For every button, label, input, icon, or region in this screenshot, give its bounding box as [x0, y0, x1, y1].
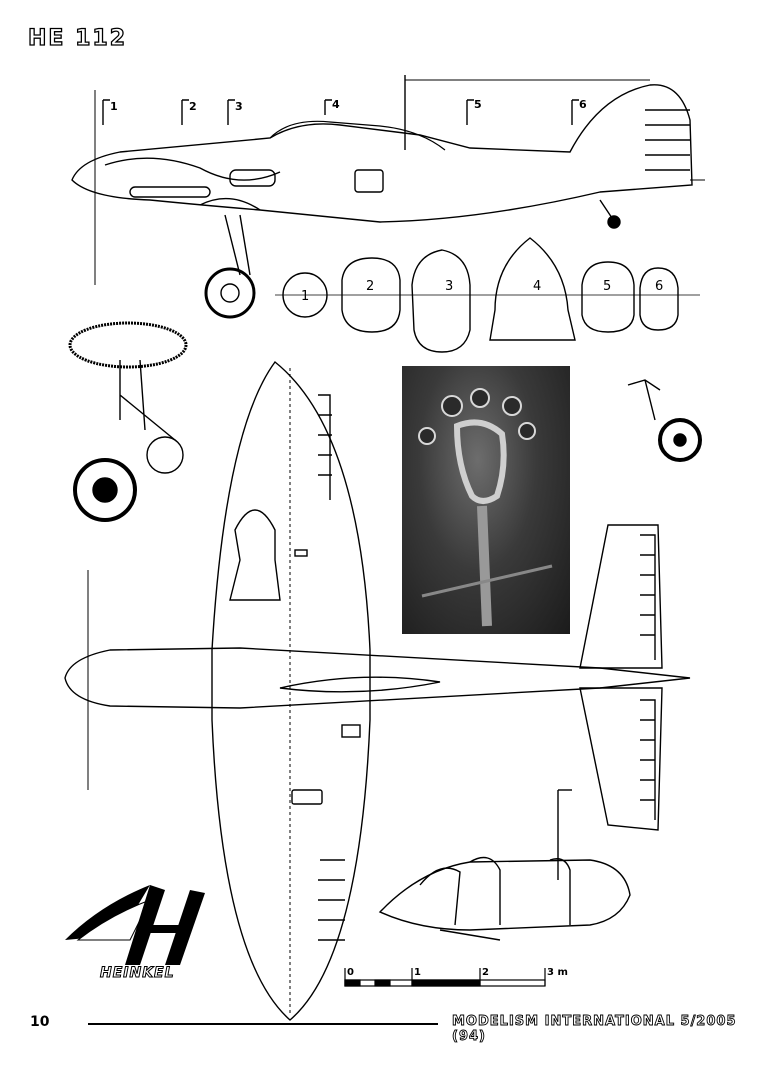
- cross-section-label: 5: [603, 279, 611, 294]
- cross-sections: [275, 237, 700, 353]
- scale-tick-label: 3 m: [547, 967, 568, 978]
- section-mark-labels: 1 2 3 4 5 6: [110, 98, 587, 113]
- side-view: [71, 75, 705, 319]
- tail-wheel-detail: [627, 379, 702, 462]
- main-gear-detail: [68, 321, 188, 522]
- cross-section-label: 4: [533, 279, 541, 294]
- page-title: HE 112: [27, 25, 128, 51]
- cross-section-label: 6: [655, 279, 663, 294]
- section-mark: 5: [474, 98, 482, 111]
- plan-view: [64, 360, 691, 1021]
- cross-section-label: 1: [301, 289, 309, 304]
- canopy-detail: [378, 789, 631, 941]
- section-mark: 6: [579, 98, 587, 111]
- cross-section-labels: 1 2 3 4 5 6: [301, 279, 663, 304]
- page-number: 10: [30, 1014, 50, 1030]
- scale-tick-label: 1: [414, 967, 421, 978]
- footer-rule: [88, 1023, 438, 1025]
- scale-tick-label: 0: [347, 967, 354, 978]
- section-mark: 2: [189, 100, 197, 113]
- section-mark: 3: [235, 100, 243, 113]
- logo-wordmark: HEINKEL: [100, 965, 175, 982]
- section-mark: 4: [332, 98, 340, 111]
- magazine-credit: MODELISM INTERNATIONAL 5/2005 (94): [452, 1014, 737, 1045]
- cross-section-label: 2: [366, 279, 374, 294]
- scale-bar: [344, 968, 546, 987]
- scale-tick-label: 2: [482, 967, 489, 978]
- section-mark: 1: [110, 100, 118, 113]
- heinkel-logo: [65, 885, 205, 965]
- cockpit-photo: [402, 366, 570, 634]
- cross-section-label: 3: [445, 279, 453, 294]
